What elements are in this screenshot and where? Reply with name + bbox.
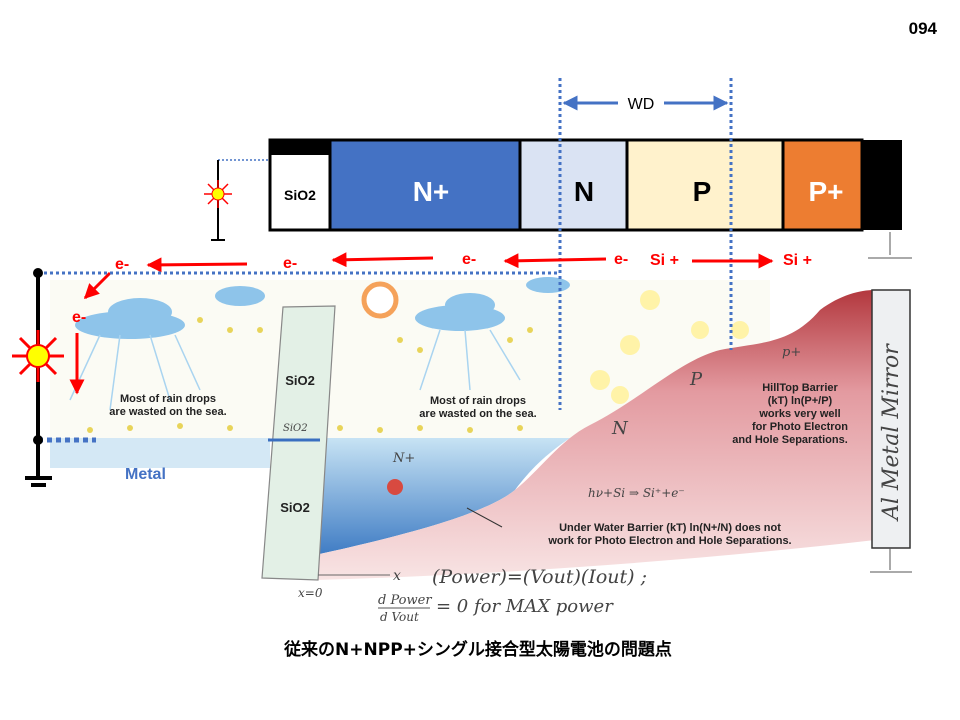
al-metal-mirror bbox=[871, 289, 911, 549]
hole-label: Si + bbox=[783, 252, 812, 269]
metal-label: Metal bbox=[125, 466, 166, 483]
segment-metal-contact bbox=[862, 140, 902, 230]
dpower-numerator: d Power bbox=[378, 593, 432, 608]
page-number: 094 bbox=[909, 19, 938, 38]
segment-nplus bbox=[328, 138, 522, 232]
electron-label: e- bbox=[283, 255, 297, 272]
ground-right-icon bbox=[868, 232, 912, 573]
reaction-equation: hν+Si ⇒ Si⁺+e⁻ bbox=[588, 486, 685, 500]
rain-left-line1: Most of rain drops bbox=[120, 393, 216, 405]
electron-label: e- bbox=[115, 256, 129, 273]
sun-drawing-icon bbox=[361, 281, 399, 319]
nplus-segment-label: N+ bbox=[413, 176, 450, 207]
electron-arrow bbox=[146, 257, 248, 273]
sio2-upper-label: SiO2 bbox=[285, 373, 315, 388]
underwater-line1: Under Water Barrier (kT) ln(N+/N) does n… bbox=[559, 522, 781, 534]
electron-label: e- bbox=[462, 251, 476, 268]
underwater-line2: work for Photo Electron and Hole Separat… bbox=[547, 535, 791, 547]
sio2-segment-label: SiO2 bbox=[284, 187, 316, 203]
sio2-hand-label: SiO2 bbox=[283, 423, 308, 434]
dpower-denominator: d Vout bbox=[380, 610, 419, 624]
sea-left bbox=[50, 438, 270, 468]
octopus-icon bbox=[387, 479, 403, 495]
band-bar: SiO2 N+ N P P+ bbox=[268, 138, 902, 232]
hole-label: Si + bbox=[650, 252, 679, 269]
pplus-segment-label: P+ bbox=[808, 176, 843, 207]
sun-icon bbox=[12, 330, 64, 382]
rain-rays bbox=[69, 329, 521, 411]
wd-label: WD bbox=[628, 96, 655, 113]
n-hand-label: N bbox=[611, 418, 629, 439]
electron-label: e- bbox=[614, 251, 628, 268]
hill-p-region bbox=[315, 290, 875, 580]
segment-p bbox=[625, 138, 785, 232]
sea-nplus bbox=[315, 438, 570, 555]
hilltop-line2: (kT) ln(P+/P) bbox=[768, 395, 833, 407]
hilltop-line3: works very well bbox=[758, 408, 840, 420]
electron-arrow bbox=[503, 253, 607, 269]
sio2-lower-label: SiO2 bbox=[280, 500, 310, 515]
nplus-hand-label: N+ bbox=[392, 451, 415, 466]
rain-mid-line2: are wasted on the sea. bbox=[419, 408, 536, 420]
terminal-dot bbox=[33, 268, 43, 278]
segment-n bbox=[518, 138, 629, 232]
x0-label: x=0 bbox=[298, 586, 323, 600]
mirror-label: Al Metal Mirror bbox=[879, 343, 904, 522]
n-segment-label: N bbox=[574, 176, 594, 207]
yellow-dots bbox=[87, 317, 533, 433]
rain-left-line2: are wasted on the sea. bbox=[109, 406, 226, 418]
sio2-pillar bbox=[261, 305, 336, 581]
hilltop-line1: HillTop Barrier bbox=[762, 382, 838, 394]
cloud-icon bbox=[75, 277, 570, 339]
electron-arrow bbox=[331, 252, 434, 268]
photo-electron-dots bbox=[590, 290, 749, 404]
terminal-dot bbox=[33, 435, 43, 445]
electron-arrow bbox=[83, 271, 112, 300]
hilltop-line4: for Photo Electron bbox=[752, 421, 848, 433]
pplus-hand-label: p+ bbox=[782, 345, 801, 360]
hand-drawn-illustration: Al Metal Mirror x x=0 (Power)=(Vout)(Iou… bbox=[50, 232, 912, 624]
segment-pplus bbox=[781, 138, 864, 232]
electron-label: e- bbox=[72, 309, 86, 326]
p-hand-label: P bbox=[689, 369, 703, 390]
max-power-text: = 0 for MAX power bbox=[436, 596, 614, 617]
ground-icon bbox=[25, 476, 52, 487]
x-axis-label: x bbox=[393, 568, 401, 584]
slide-caption: 従来のN+NPP+シングル接合型太陽電池の問題点 bbox=[283, 639, 672, 660]
power-equation: (Power)=(Vout)(Iout) ; bbox=[432, 566, 647, 588]
p-segment-label: P bbox=[693, 176, 712, 207]
small-circuit-icon bbox=[204, 159, 270, 241]
rain-mid-line1: Most of rain drops bbox=[430, 395, 526, 407]
hilltop-line5: and Hole Separations. bbox=[732, 434, 848, 446]
pointer-line bbox=[466, 507, 503, 528]
